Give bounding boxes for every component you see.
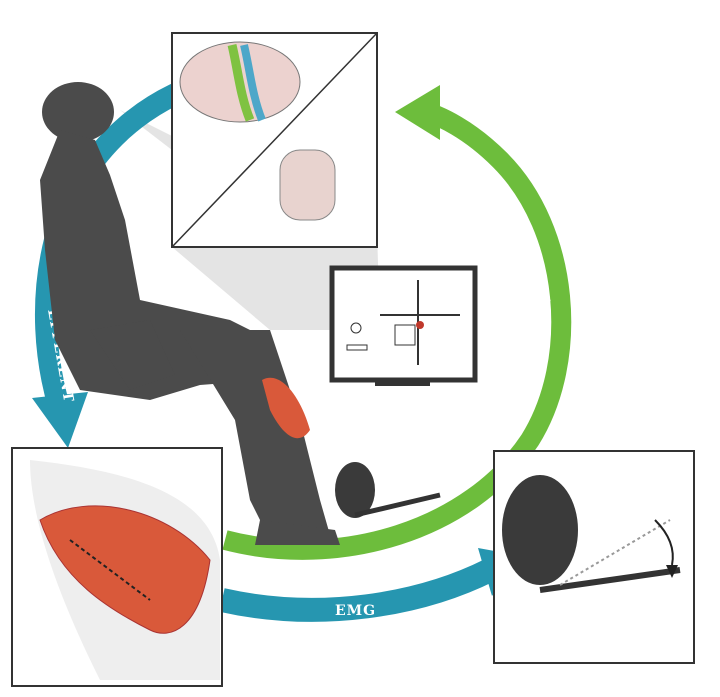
afferent-arrow (222, 100, 572, 560)
feedback-monitor (329, 265, 478, 386)
spinal-cord-image (279, 149, 336, 221)
afferent-arrowhead (395, 85, 440, 140)
foot-pedal-inset (493, 450, 695, 664)
efferent-arrowhead (32, 392, 88, 448)
foot-pedal (335, 462, 375, 518)
pedal-rotation-arrow (654, 519, 674, 566)
muscle-emg-inset (11, 447, 223, 687)
thigh-muscle (262, 377, 310, 439)
brain-spinal-cord-inset (171, 32, 378, 248)
muscle-image (39, 505, 211, 634)
pedal-plate (354, 492, 441, 518)
emg-arrow (219, 559, 496, 622)
seated-person-silhouette (40, 82, 340, 545)
emg-label: EMG (335, 603, 376, 619)
target-cursor (416, 321, 424, 329)
